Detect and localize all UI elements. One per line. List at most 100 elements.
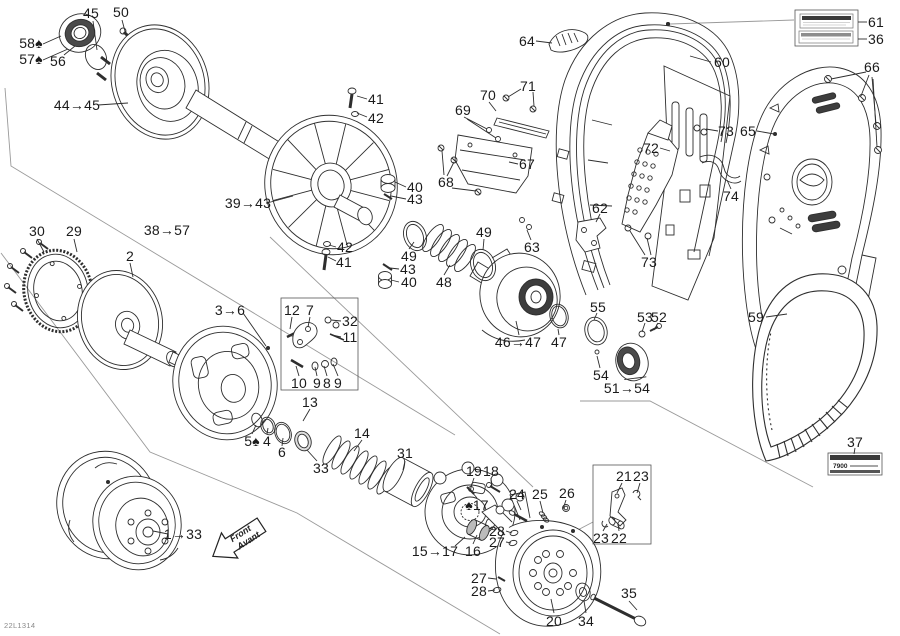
part-label-43: 43 [400, 261, 416, 277]
part-label-71: 71 [520, 78, 536, 94]
leader-line [653, 322, 659, 331]
front-direction-arrow: Front Avant [212, 517, 267, 559]
part-label-58-: 58♠ [19, 35, 43, 51]
part-label-37: 37 [847, 434, 863, 450]
leader-line [242, 312, 267, 347]
part-label-62: 62 [592, 200, 608, 216]
leader-line [562, 499, 567, 510]
leader-line [488, 101, 497, 112]
part-label-73: 73 [718, 123, 734, 139]
part-label-47: 47 [551, 334, 567, 350]
leader-line [443, 264, 451, 276]
leader-line [550, 598, 555, 614]
marker-dot [266, 346, 270, 350]
part-label-42: 42 [368, 110, 384, 126]
part-label-21: 21 [616, 468, 632, 484]
part-label-23: 23 [593, 530, 609, 546]
part-label-8: 8 [323, 375, 331, 391]
part-label-41: 41 [368, 91, 384, 107]
detail-box-lever-21 [592, 464, 652, 545]
part-label-12: 12 [284, 302, 300, 318]
part-label-66: 66 [864, 59, 880, 75]
leader-line [539, 500, 544, 514]
leader-line [328, 244, 337, 248]
leader-line [508, 161, 519, 165]
clips-69 [486, 127, 501, 142]
bolts-30 [4, 239, 49, 312]
circlip-45 [84, 44, 108, 70]
part-label-72: 72 [643, 140, 659, 156]
leader-line [505, 541, 512, 544]
leader-line [756, 130, 775, 135]
part-label-32: 32 [342, 313, 358, 329]
part-label-50: 50 [113, 4, 129, 20]
part-label-74: 74 [723, 188, 739, 204]
part-label-40: 40 [407, 179, 423, 195]
part-label-16: 16 [465, 543, 481, 559]
leader-line [92, 20, 98, 51]
leader-line [281, 437, 284, 447]
part-label-63: 63 [524, 239, 540, 255]
leader-line [636, 482, 641, 494]
leader-line [390, 279, 400, 283]
leader-line [860, 74, 870, 97]
part-label-40: 40 [401, 274, 417, 290]
marker-dot [571, 529, 575, 533]
leader-line [726, 179, 732, 190]
sleeve-31 [382, 456, 434, 508]
part-label-30: 30 [29, 223, 45, 239]
leader-line [327, 256, 337, 262]
part-label-31: 31 [397, 445, 413, 461]
part-label-57-: 57♠ [19, 51, 43, 67]
part-label-45: 45 [83, 5, 99, 21]
leader-line [42, 35, 62, 45]
part-label-69: 69 [455, 102, 471, 118]
part-label-25: 25 [532, 486, 548, 502]
leader-line [73, 238, 78, 253]
leader-line [353, 439, 363, 452]
leader-line [583, 600, 587, 614]
leader-line [593, 312, 598, 321]
screws-66 [824, 75, 882, 154]
leader-line [659, 147, 671, 152]
part-label-14: 14 [354, 425, 370, 441]
leader-line [628, 600, 638, 611]
part-label-2: 2 [126, 248, 134, 264]
bracket-62 [575, 217, 607, 253]
leader-line [515, 320, 520, 336]
bushing-16 [466, 519, 490, 541]
marker-dot [773, 132, 777, 136]
leader-line [454, 536, 466, 547]
hardware-24-25-26-27-28 [492, 504, 570, 594]
leader-line [121, 19, 127, 36]
leader-line [289, 316, 293, 330]
studs-44 [96, 55, 111, 82]
bracket-72 [621, 119, 679, 233]
part-label-49: 49 [476, 224, 492, 240]
part-label-35: 35 [621, 585, 637, 601]
leader-line [629, 230, 646, 256]
part-label-46-47: 46→47 [494, 334, 542, 350]
leader-line [616, 482, 623, 494]
leader-line [853, 447, 856, 455]
part-label-49: 49 [401, 248, 417, 264]
leader-line [463, 116, 488, 130]
belt-decal-37: 7900 [827, 452, 883, 476]
leader-line [482, 238, 485, 251]
screws-63 [519, 217, 532, 230]
part-label-5-: 5♠ [244, 433, 260, 449]
leader-line [408, 241, 415, 250]
leader-line [470, 477, 475, 488]
sheet-code: 22L1314 [4, 621, 36, 630]
part-label-51-54: 51→54 [603, 380, 651, 396]
leader-line [765, 313, 788, 318]
leader-line [97, 102, 129, 106]
part-label-36: 36 [868, 31, 884, 47]
part-label-33: 33 [313, 460, 329, 476]
part-label-67: 67 [519, 156, 535, 172]
hardware-40-43 [380, 174, 396, 200]
leader-line [470, 490, 478, 499]
part-label-13: 13 [302, 394, 318, 410]
leader-line [356, 95, 368, 100]
